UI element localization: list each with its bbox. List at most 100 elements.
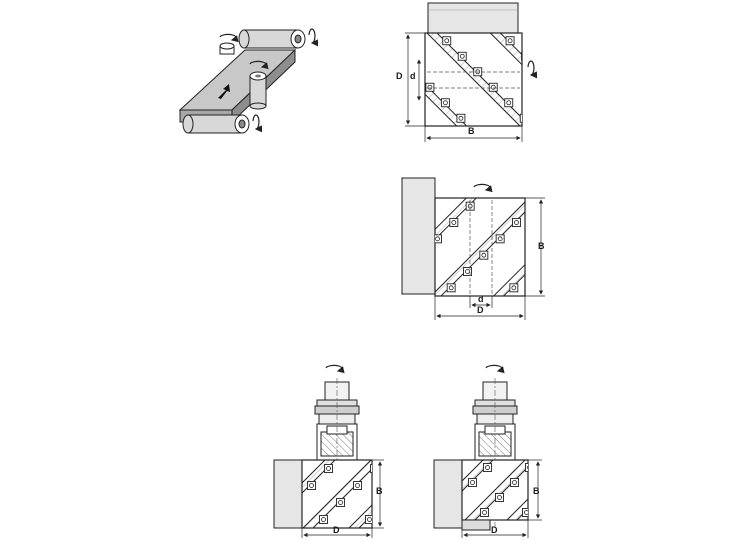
knife-hatch [435, 202, 525, 296]
screw-icon [381, 39, 385, 43]
knife-hatch [465, 460, 528, 520]
screw-icon [555, 481, 559, 485]
screw-icon [321, 517, 326, 522]
knife-row-edge [493, 263, 525, 296]
screw-icon [497, 236, 503, 242]
screw-icon [458, 115, 464, 121]
dim-label-B: B [538, 241, 545, 251]
knife-insert [526, 268, 534, 276]
screw-icon [497, 495, 502, 500]
machine-fence [273, 459, 303, 529]
dimension-D [405, 32, 425, 127]
knife-hatch [427, 33, 522, 126]
knife-insert [553, 83, 561, 91]
screw-icon [470, 480, 475, 485]
machine-fence [433, 459, 463, 529]
dimension-B [525, 197, 545, 297]
screw-icon [577, 221, 581, 225]
screw-icon [521, 117, 522, 120]
dim-label-B: B [533, 486, 540, 496]
screw-icon [397, 54, 401, 58]
dimension-d [469, 296, 493, 308]
screw-icon [485, 465, 490, 470]
rotation-arrow-icon [527, 60, 538, 79]
dimension-B [528, 459, 542, 521]
figure-cutter-head-top: D d B [381, 2, 592, 142]
screw-icon [385, 501, 389, 505]
top-roller [238, 29, 306, 49]
knife-hatch [507, 499, 528, 520]
knife-insert [521, 51, 522, 61]
knife-row-edge [435, 198, 467, 231]
screw-icon [444, 38, 450, 44]
dim-label-D: D [477, 305, 484, 315]
screw-icon [506, 100, 512, 106]
dimension-B [372, 459, 384, 529]
screw-icon [443, 100, 448, 106]
knife-insert [543, 251, 551, 259]
screw-icon [373, 467, 377, 471]
knife-insert [385, 284, 393, 292]
dim-label-d: d [410, 71, 416, 81]
knife-insert [592, 202, 600, 210]
screw-icon [387, 286, 391, 290]
screw-icon [507, 38, 513, 44]
knife-insert [584, 114, 592, 122]
screw-icon [435, 236, 440, 242]
screw-icon [524, 510, 528, 515]
screw-icon [586, 116, 590, 120]
workpiece-board [178, 48, 297, 124]
screw-icon [355, 483, 360, 488]
dimension-D [301, 528, 373, 538]
dim-label-d: d [478, 294, 484, 304]
screw-icon [338, 500, 343, 505]
screw-icon [402, 484, 406, 488]
bottom-roller [182, 114, 250, 134]
screw-icon [451, 220, 457, 225]
screw-icon [570, 466, 574, 470]
knife-insert [519, 113, 522, 123]
knife-hatch [349, 505, 372, 528]
rotation-arrow-icon [219, 28, 319, 133]
rotation-arrow-icon [473, 183, 493, 193]
dim-label-D: D [396, 71, 403, 81]
knife-insert [529, 202, 537, 210]
screw-icon [561, 237, 565, 241]
dimension-B [424, 126, 523, 142]
side-spindle [219, 42, 235, 55]
figure-spindle-assembly-right: B D [433, 364, 574, 538]
screw-icon [528, 270, 532, 274]
screw-icon [540, 496, 544, 500]
screw-icon [539, 70, 543, 74]
screw-icon [555, 85, 559, 89]
knife-insert [400, 482, 408, 490]
screw-icon [482, 510, 487, 515]
knife-insert [575, 219, 583, 227]
knife-insert [537, 68, 545, 76]
screw-icon [367, 517, 372, 522]
dim-label-B: B [376, 486, 383, 496]
knife-insert [395, 52, 403, 60]
screw-icon [481, 252, 487, 258]
screw-icon [511, 285, 517, 291]
dimension-D [434, 296, 526, 320]
rotation-arrow-icon [485, 364, 505, 374]
knife-insert [383, 499, 391, 507]
machine-spindle-block [427, 2, 519, 34]
screw-icon [448, 285, 454, 291]
screw-icon [570, 101, 574, 105]
screw-icon [309, 483, 314, 488]
figure-planing-rollers [178, 28, 319, 134]
machine-spindle-block [401, 177, 436, 295]
screw-icon [524, 54, 528, 58]
dim-label-D: D [491, 525, 498, 535]
dim-label-D: D [333, 525, 340, 535]
dim-label-B: B [468, 126, 475, 136]
figure-cutter-head-side: B d D [385, 177, 600, 320]
knife-insert [568, 99, 576, 107]
knife-insert [370, 464, 372, 473]
screw-icon [527, 465, 528, 470]
rotation-arrow-icon [325, 364, 345, 374]
screw-icon [545, 253, 549, 257]
